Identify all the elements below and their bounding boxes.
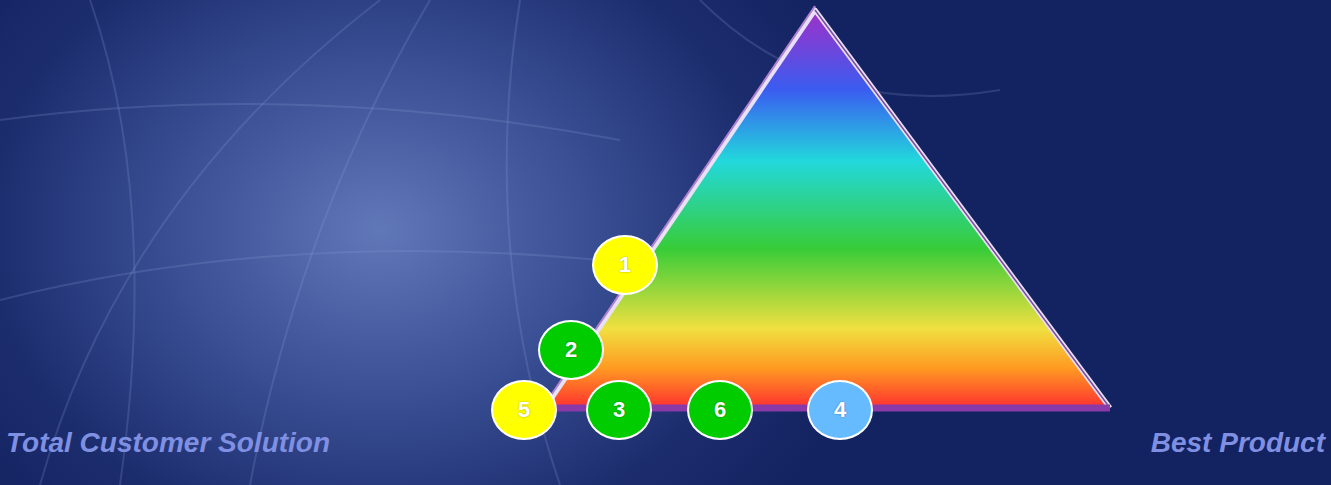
callout-number: 3 [613,399,625,421]
callout-number: 6 [714,399,726,421]
callout-number: 2 [565,339,577,361]
axis-label: Best Product [1151,428,1325,459]
axis-label: Total Customer Solution [6,428,330,459]
callout-circle: 5 [491,380,557,440]
callout-circle: 6 [687,380,753,440]
callout-circle: 4 [807,380,873,440]
callout-circle: 3 [586,380,652,440]
callout-number: 4 [834,399,846,421]
callout-number: 5 [518,399,530,421]
callout-circle: 1 [592,235,658,295]
callout-circle: 2 [538,320,604,380]
callout-number: 1 [619,254,631,276]
